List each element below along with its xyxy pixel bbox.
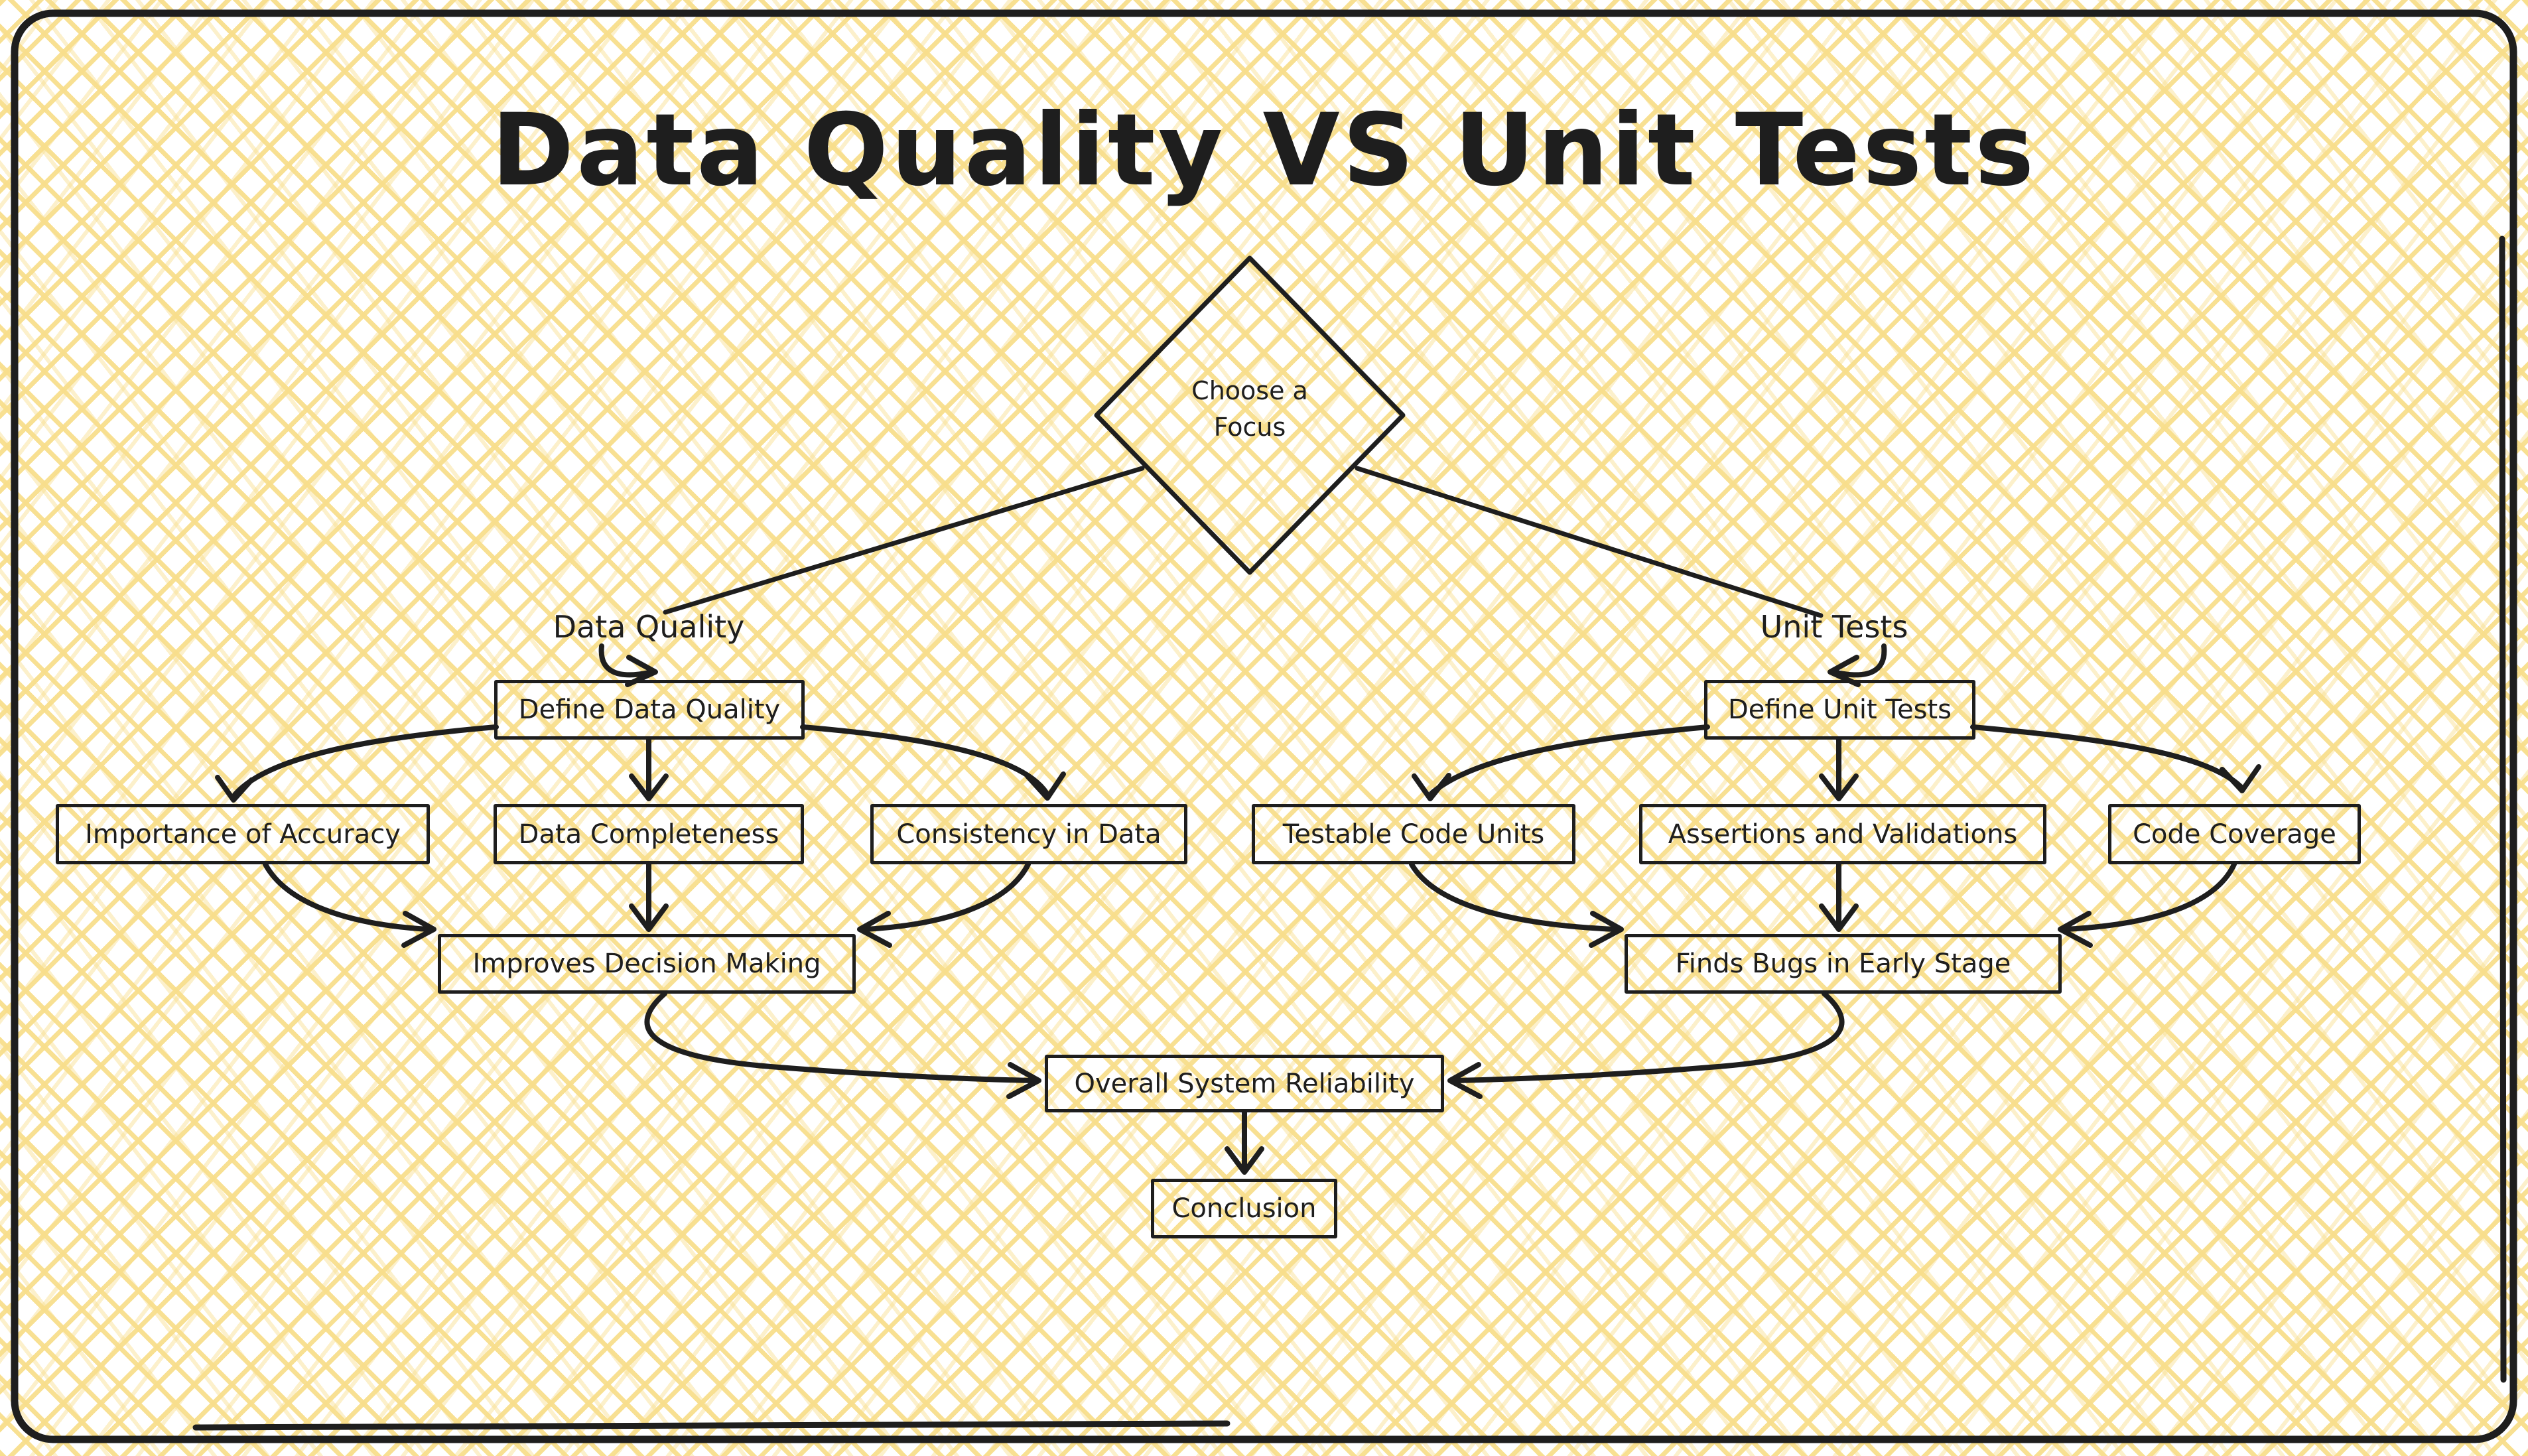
arrowhead [1025, 771, 1066, 801]
arrowhead [1225, 1146, 1264, 1175]
node-importance-of-accuracy: Importance of Accuracy [56, 804, 430, 864]
arrow-coverage-to-findsbugs [2063, 862, 2237, 932]
arrowhead [401, 911, 436, 948]
arrowhead [857, 911, 892, 948]
arrow-findsbugs-to-overall [1453, 991, 1845, 1083]
arrowhead [1819, 903, 1859, 932]
arrowhead [1589, 911, 1624, 948]
node-assertions-and-validations: Assertions and Validations [1639, 804, 2046, 864]
arrowhead [2220, 764, 2261, 793]
arrow-testable-to-findsbugs [1409, 862, 1619, 932]
frame-border-double-right [2499, 235, 2507, 1383]
frame-border [11, 9, 2517, 1443]
arrowhead [1819, 773, 1859, 801]
node-conclusion: Conclusion [1151, 1179, 1337, 1238]
arrow-accuracy-to-improves [263, 862, 431, 932]
arrowhead [629, 903, 669, 932]
node-define-unit-tests: Define Unit Tests [1704, 680, 1975, 740]
page-title: Data Quality VS Unit Tests [491, 93, 2037, 208]
frame-border-double-bottom [192, 1420, 1231, 1431]
arrowhead [629, 773, 669, 801]
decision-diamond-label: Choose a Focus [1117, 373, 1382, 446]
edge-diamond-to-unit-tests [1355, 466, 1824, 618]
node-consistency-in-data: Consistency in Data [870, 804, 1187, 864]
arrow-data-quality-to-define [598, 643, 651, 678]
branch-label-data-quality: Data Quality [553, 609, 745, 645]
arrow-defineut-to-testable [1429, 724, 1710, 796]
node-improves-decision-making: Improves Decision Making [438, 934, 856, 994]
node-finds-bugs-in-early-stage: Finds Bugs in Early Stage [1625, 934, 2062, 994]
arrow-consistency-to-improves [862, 862, 1031, 932]
arrow-unit-tests-to-define [1834, 643, 1887, 678]
arrow-improves-to-overall [644, 991, 1036, 1083]
arrow-definedq-to-consistency [800, 724, 1049, 796]
arrowhead [215, 775, 254, 803]
arrowhead [1006, 1062, 1041, 1099]
arrow-definedq-to-accuracy [232, 724, 499, 797]
branch-label-unit-tests: Unit Tests [1760, 609, 1908, 645]
node-overall-system-reliability: Overall System Reliability [1045, 1055, 1444, 1112]
arrowhead [2058, 911, 2093, 948]
arrow-defineut-to-coverage [1970, 724, 2243, 789]
diamond-shape [1094, 255, 1406, 575]
node-testable-code-units: Testable Code Units [1252, 804, 1575, 864]
decision-line1: Choose a [1191, 376, 1308, 405]
node-code-coverage: Code Coverage [2108, 804, 2361, 864]
arrowhead [1447, 1062, 1483, 1099]
edge-diamond-to-data-quality [663, 466, 1145, 615]
node-data-completeness: Data Completeness [494, 804, 804, 864]
node-define-data-quality: Define Data Quality [494, 680, 805, 740]
decision-line2: Focus [1213, 413, 1286, 442]
arrowhead [1412, 773, 1451, 801]
